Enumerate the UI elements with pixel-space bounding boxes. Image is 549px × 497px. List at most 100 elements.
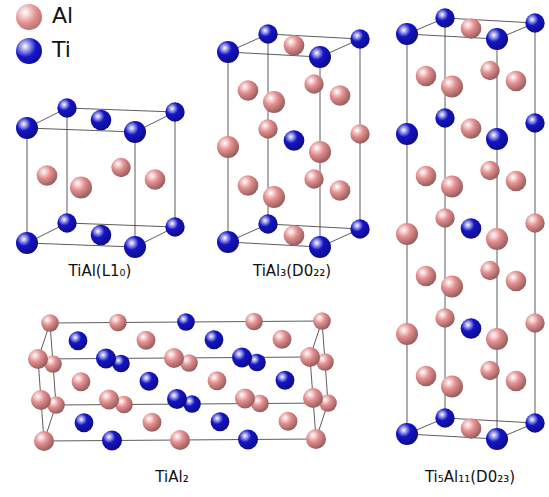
cell-edge <box>407 34 497 39</box>
al-atom <box>461 418 482 439</box>
ti-atom <box>276 371 295 390</box>
ti-atom <box>167 389 187 409</box>
al-atom <box>279 412 298 431</box>
ti-atom <box>350 219 369 238</box>
cell-edge <box>268 224 360 229</box>
structure-label: TiAl(L1₀) <box>69 262 132 280</box>
al-atom <box>28 349 48 369</box>
cell-edge <box>268 34 360 39</box>
ti-atom <box>57 98 76 117</box>
al-atom <box>506 171 527 192</box>
cell-edge <box>67 223 175 227</box>
cell-edge <box>445 418 535 423</box>
ti-atom <box>486 28 508 50</box>
al-atom <box>235 389 255 409</box>
al-atom <box>208 371 227 390</box>
al-atom <box>37 165 58 186</box>
al-atom <box>480 161 499 180</box>
cell-edge <box>228 52 320 57</box>
al-atom <box>416 66 437 87</box>
al-atom <box>525 313 544 332</box>
cell-edge <box>67 108 68 223</box>
al-atom <box>111 158 130 177</box>
ti-atom <box>75 413 94 432</box>
al-atom <box>396 323 418 345</box>
al-atom <box>109 314 127 332</box>
ti-atom <box>124 121 146 143</box>
cell-edge <box>27 128 28 243</box>
al-atom <box>304 169 323 188</box>
al-atom <box>330 85 351 106</box>
ti-atom <box>217 41 239 63</box>
al-atom <box>99 390 119 410</box>
al-atom <box>313 312 331 330</box>
unit-cell <box>16 98 185 258</box>
al-atom <box>238 80 259 101</box>
al-atom <box>273 330 292 349</box>
al-atom <box>34 431 54 451</box>
ti-atom <box>461 318 482 339</box>
al-atom <box>506 271 527 292</box>
ti-atom <box>140 372 159 391</box>
al-atom <box>164 348 184 368</box>
ti-atom <box>396 123 418 145</box>
ti-atom <box>91 225 112 246</box>
cell-edge <box>445 18 535 23</box>
structure-label: Ti₅Al₁₁(D0₂₃) <box>425 468 515 486</box>
al-atom <box>435 308 454 327</box>
ti-atom <box>124 236 146 258</box>
ti-atom <box>525 113 544 132</box>
ti-atom <box>16 232 38 254</box>
al-atom <box>441 276 463 298</box>
al-atom <box>258 119 277 138</box>
ti-atom <box>91 110 112 131</box>
cell-edge <box>135 132 136 247</box>
unit-cell <box>396 8 545 450</box>
al-atom <box>330 180 351 201</box>
al-atom <box>303 388 323 408</box>
al-atom <box>304 74 323 93</box>
al-atom <box>506 371 527 392</box>
al-atom <box>416 266 437 287</box>
cell-edge <box>228 242 320 247</box>
al-atom <box>461 18 482 39</box>
legend-swatch <box>16 4 42 30</box>
ti-atom <box>486 428 508 450</box>
al-atom <box>396 223 418 245</box>
al-atom <box>145 169 166 190</box>
ti-atom <box>350 29 369 48</box>
ti-atom <box>165 102 184 121</box>
al-atom <box>137 331 156 350</box>
al-atom <box>72 372 91 391</box>
al-atom <box>461 118 482 139</box>
al-atom <box>486 328 508 350</box>
ti-atom <box>284 130 305 151</box>
al-atom <box>480 261 499 280</box>
legend-text: Al <box>52 3 73 28</box>
al-atom <box>284 35 305 56</box>
ti-atom <box>525 13 544 32</box>
al-atom <box>217 136 239 158</box>
cell-edge <box>175 112 176 227</box>
al-atom <box>245 313 263 331</box>
ti-atom <box>435 108 454 127</box>
ti-atom <box>309 236 331 258</box>
ti-atom <box>486 128 508 150</box>
ti-atom <box>57 213 76 232</box>
ti-atom <box>396 23 418 45</box>
al-atom <box>525 213 544 232</box>
ti-atom <box>461 218 482 239</box>
ti-atom <box>258 24 277 43</box>
al-atom <box>309 141 331 163</box>
al-atom <box>41 314 59 332</box>
cell-edge <box>67 108 175 112</box>
unit-cell <box>28 312 337 451</box>
ti-atom <box>525 413 544 432</box>
al-atom <box>300 347 320 367</box>
structure-label: TiAl₂ <box>155 468 188 486</box>
al-atom <box>70 177 92 199</box>
ti-atom <box>69 331 88 350</box>
al-atom <box>441 176 463 198</box>
ti-atom <box>396 423 418 445</box>
